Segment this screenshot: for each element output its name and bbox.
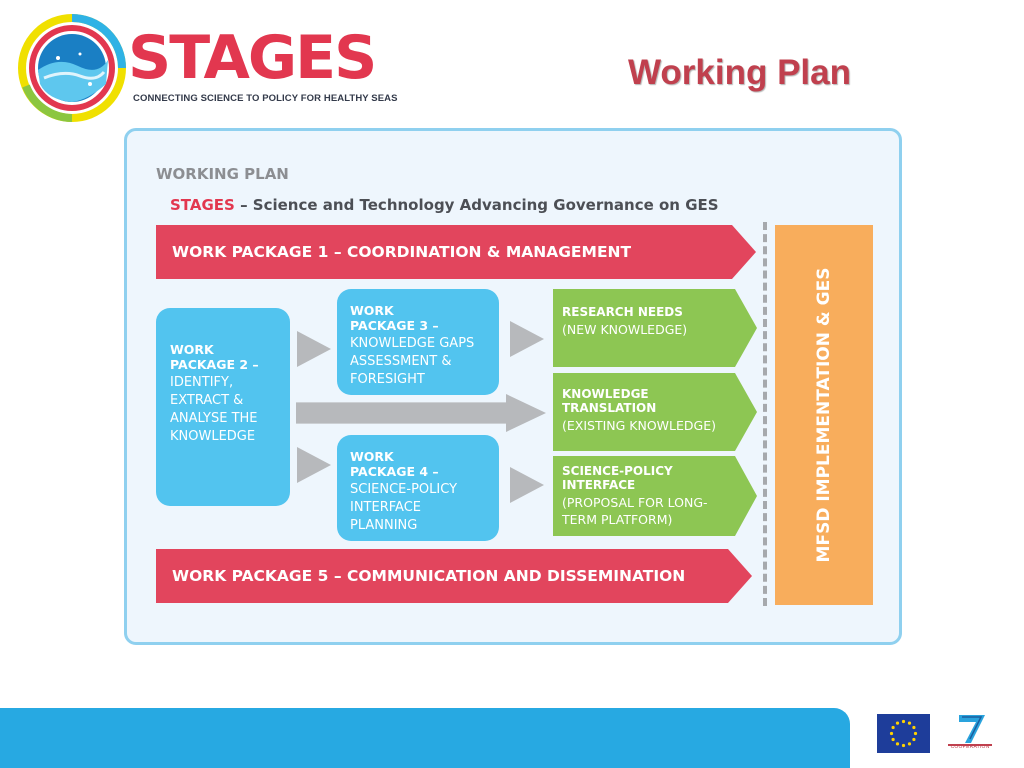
subtitle-brand: STAGES [170, 196, 235, 214]
work-package-4-body: SCIENCE-POLICY INTERFACE PLANNING [350, 482, 458, 533]
work-package-2-body: IDENTIFY, EXTRACT & ANALYSE THE KNOWLEDG… [170, 375, 258, 444]
footer-bar [0, 708, 850, 768]
work-package-1-banner: WORK PACKAGE 1 – COORDINATION & MANAGEME… [156, 225, 756, 279]
output-body: (EXISTING KNOWLEDGE) [562, 418, 716, 433]
work-package-4-title: WORK PACKAGE 4 – [350, 449, 439, 479]
output-science-policy-interface: SCIENCE-POLICY INTERFACE (PROPOSAL FOR L… [553, 456, 757, 536]
work-package-1-label: WORK PACKAGE 1 – COORDINATION & MANAGEME… [172, 243, 632, 261]
output-title: RESEARCH NEEDS [562, 305, 683, 319]
subtitle-text: – Science and Technology Advancing Gover… [234, 196, 719, 214]
eu-flag-icon [877, 714, 930, 753]
fp7-logo-icon [948, 715, 992, 746]
work-package-5-label: WORK PACKAGE 5 – COMMUNICATION AND DISSE… [172, 567, 686, 585]
output-research-needs: RESEARCH NEEDS (NEW KNOWLEDGE) [553, 289, 757, 367]
work-package-3-box: WORK PACKAGE 3 – KNOWLEDGE GAPS ASSESSME… [337, 289, 499, 395]
work-package-4-box: WORK PACKAGE 4 – SCIENCE-POLICY INTERFAC… [337, 435, 499, 541]
output-body: (PROPOSAL FOR LONG-TERM PLATFORM) [562, 495, 708, 527]
output-knowledge-translation: KNOWLEDGE TRANSLATION (EXISTING KNOWLEDG… [553, 373, 757, 451]
arrow-wp2-to-wp4 [297, 447, 331, 483]
work-package-5-banner: WORK PACKAGE 5 – COMMUNICATION AND DISSE… [156, 549, 752, 603]
output-title: SCIENCE-POLICY INTERFACE [562, 464, 673, 492]
logo-tagline: CONNECTING SCIENCE TO POLICY FOR HEALTHY… [133, 93, 398, 104]
output-title: KNOWLEDGE TRANSLATION [562, 387, 657, 415]
arrow-wp2-to-wp3 [297, 331, 331, 367]
arrow-wp3-to-research-needs [510, 321, 544, 357]
arrow-wp4-to-science-policy [510, 467, 544, 503]
fp7-cooperation-label: COOPERATION [950, 744, 990, 750]
work-package-3-title: WORK PACKAGE 3 – [350, 303, 439, 333]
diagram-subtitle: STAGES – Science and Technology Advancin… [170, 196, 719, 214]
dashed-divider [763, 222, 767, 606]
goal-label: MFSD IMPLEMENTATION & GES [814, 267, 834, 563]
slide-title: Working Plan [628, 53, 851, 92]
work-package-2-box: WORK PACKAGE 2 – IDENTIFY, EXTRACT & ANA… [156, 308, 290, 506]
goal-box [775, 225, 873, 605]
output-body: (NEW KNOWLEDGE) [562, 322, 688, 337]
logo-wordmark: STAGES [128, 23, 377, 93]
stages-logo-icon [18, 14, 126, 122]
diagram-heading: WORKING PLAN [156, 165, 289, 183]
work-package-2-title: WORK PACKAGE 2 – [170, 342, 259, 372]
work-package-3-body: KNOWLEDGE GAPS ASSESSMENT & FORESIGHT [350, 336, 475, 387]
